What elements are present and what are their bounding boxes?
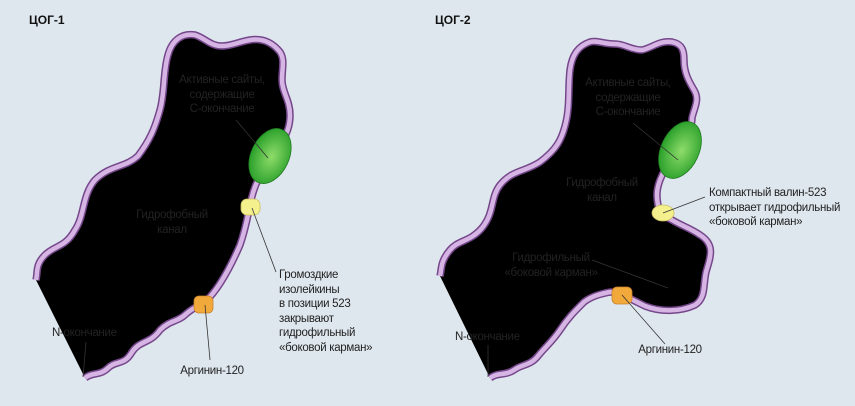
cox2-active-site — [658, 121, 702, 179]
cox2-n-terminus-label: N-окончание — [455, 331, 520, 343]
cox2-active-site-leader — [632, 122, 679, 161]
cox2-protein-chain — [440, 41, 711, 378]
label-line: Гидрофобный — [566, 177, 638, 189]
cox1-active-site-label: Активные сайты, содержащие С-окончание — [179, 73, 265, 117]
label-line: Активные сайты, — [585, 77, 671, 89]
cox2-valine-leader — [662, 196, 706, 214]
label-line: закрывают — [279, 312, 334, 325]
label-line: «боковой карман» — [279, 341, 373, 354]
cox1-title: ЦОГ-1 — [29, 13, 65, 27]
cox1-hydrophobic-channel-label: Гидрофобный канал — [136, 208, 208, 237]
cox1-n-terminus-label: N-окончание — [52, 327, 117, 339]
label-line: изолейкины — [279, 283, 340, 296]
label-line: содержащие — [595, 91, 661, 104]
cox2-side-pocket-label: Гидрофильный «боковой карман» — [504, 251, 598, 280]
cox1-residue-523-label: Громоздкие изолейкины в позиции 523 закр… — [279, 268, 373, 355]
cox2-title: ЦОГ-2 — [435, 13, 471, 27]
label-line: «боковой карман» — [709, 216, 803, 228]
label-line: открывает гидрофильный — [709, 201, 841, 214]
cox1-active-site — [248, 128, 292, 184]
cox1-n-terminus-leader — [82, 341, 87, 378]
label-line: канал — [157, 223, 187, 236]
label-line: Гидрофобный — [136, 209, 208, 221]
label-line: содержащие — [189, 88, 255, 101]
cox2-hydrophobic-channel-label: Гидрофобный канал — [566, 176, 638, 205]
cox2-side-pocket-leader — [591, 259, 669, 289]
cox2-valine-523-label: Компактный валин-523 открывает гидрофиль… — [709, 186, 840, 230]
label-line: «боковой карман» — [504, 266, 598, 279]
label-line: канал — [587, 191, 617, 204]
label-line: Громоздкие — [279, 269, 339, 281]
cox2-arginine-label: Аргинин-120 — [638, 344, 702, 356]
label-line: Компактный валин-523 — [709, 187, 827, 199]
cox1-arginine-120 — [193, 295, 214, 314]
label-line: С-окончание — [595, 106, 661, 118]
cox1-protein-chain — [36, 34, 290, 378]
cox1-isoleucine-523 — [240, 198, 261, 216]
cox1-active-site-leader — [235, 119, 269, 159]
cox1-residue-523-leader — [251, 207, 277, 273]
cox1-arginine-leader — [204, 304, 211, 361]
cox2-arginine-leader — [621, 294, 666, 345]
label-line: С-окончание — [189, 103, 255, 115]
label-line: в позиции 523 — [279, 298, 351, 310]
cox2-active-site-label: Активные сайты, содержащие С-окончание — [585, 76, 671, 120]
label-line: Гидрофильный — [512, 252, 590, 264]
label-line: Активные сайты, — [179, 74, 265, 86]
cox1-arginine-label: Аргинин-120 — [180, 365, 244, 377]
label-line: гидрофильный — [279, 327, 356, 339]
